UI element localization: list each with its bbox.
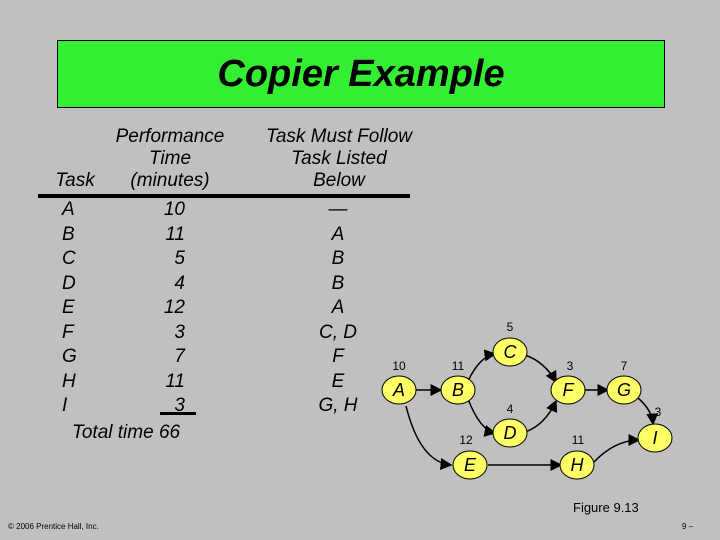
node-a: A 10 — [381, 359, 417, 405]
total-rule — [160, 412, 196, 415]
follows-cell: B — [331, 248, 345, 269]
node-g: G 7 — [606, 359, 642, 405]
follows-cell: A — [331, 223, 345, 245]
header-rule — [38, 194, 410, 198]
time-cell: 4 — [174, 272, 185, 294]
follows-cell: A — [331, 297, 345, 318]
follows-cell: E — [331, 370, 345, 392]
header-performance-line3: (minutes) — [130, 170, 210, 191]
edge-d-f — [524, 399, 558, 433]
figure-caption: Figure 9.13 — [573, 500, 639, 515]
task-cell: A — [62, 199, 75, 220]
header-follow-line3: Below — [313, 170, 365, 191]
node-g-label: G — [617, 380, 631, 400]
node-f-label: F — [563, 380, 575, 400]
task-cell: H — [62, 370, 76, 392]
node-d: D 4 — [492, 402, 528, 448]
page-number: 9 – — [682, 522, 694, 531]
node-i-time: 3 — [655, 405, 662, 419]
node-e-time: 12 — [459, 433, 473, 447]
follows-column: — A B B A C, D F E G, H — [290, 198, 386, 419]
total-time: Total time 66 — [72, 422, 181, 443]
node-c-label: C — [504, 342, 518, 362]
header-performance: Performance Time (minutes) — [100, 126, 240, 192]
time-cell: 11 — [165, 370, 185, 392]
follows-cell: C, D — [319, 321, 357, 343]
title-banner: Copier Example — [57, 40, 665, 108]
edge-a-e — [405, 405, 453, 470]
node-f: F 3 — [550, 359, 586, 405]
edge-g-i — [637, 397, 659, 426]
slide-title: Copier Example — [217, 52, 505, 95]
time-cell: 7 — [174, 346, 185, 367]
node-c: C 5 — [492, 320, 528, 367]
node-h-label: H — [571, 455, 585, 475]
time-cell: 5 — [174, 248, 185, 269]
node-b-time: 11 — [452, 359, 465, 373]
follows-cell: — — [328, 199, 348, 220]
task-cell: E — [62, 297, 75, 318]
node-d-label: D — [504, 423, 517, 443]
diagram-edges — [405, 349, 659, 471]
node-e: E 12 — [452, 433, 488, 480]
task-column: A B C D E F G H I — [62, 198, 92, 419]
node-a-time: 10 — [392, 359, 406, 373]
node-d-time: 4 — [507, 402, 514, 416]
header-task-label: Task — [55, 170, 95, 191]
node-h-time: 11 — [572, 433, 585, 447]
task-cell: C — [62, 248, 76, 269]
header-performance-line2: Time — [148, 148, 192, 169]
time-cell: 12 — [163, 297, 185, 318]
time-cell: 10 — [163, 199, 185, 220]
edge-c-f — [524, 354, 557, 384]
time-column: 10 11 5 4 12 3 7 11 3 — [140, 198, 185, 419]
header-task: Task — [40, 170, 110, 192]
time-cell: 3 — [174, 395, 185, 416]
task-cell: B — [62, 223, 75, 245]
node-i-label: I — [652, 428, 657, 448]
edge-b-d — [467, 398, 497, 437]
node-a-label: A — [392, 380, 405, 400]
time-cell: 3 — [174, 321, 185, 343]
follows-cell: F — [332, 346, 344, 367]
time-cell: 11 — [165, 223, 185, 245]
header-follow-line2: Task Listed — [291, 148, 387, 169]
follows-cell: G, H — [318, 395, 358, 416]
task-cell: I — [62, 395, 68, 416]
header-follow-line1: Task Must Follow — [265, 126, 413, 147]
header-performance-line1: Performance — [115, 126, 225, 147]
node-h: H 11 — [559, 433, 595, 480]
task-cell: D — [62, 272, 76, 294]
node-g-time: 7 — [621, 359, 628, 373]
node-b-label: B — [452, 380, 464, 400]
follows-cell: B — [331, 272, 345, 294]
copyright-text: © 2006 Prentice Hall, Inc. — [8, 522, 99, 531]
node-c-time: 5 — [507, 320, 514, 334]
node-i: I 3 — [637, 405, 673, 453]
node-b: B 11 — [440, 359, 476, 405]
task-cell: G — [62, 346, 77, 367]
edge-h-i — [593, 434, 641, 463]
node-e-label: E — [464, 455, 477, 475]
task-cell: F — [62, 321, 74, 343]
node-f-time: 3 — [567, 359, 574, 373]
edge-b-c — [467, 349, 497, 382]
header-follow: Task Must Follow Task Listed Below — [244, 126, 434, 192]
